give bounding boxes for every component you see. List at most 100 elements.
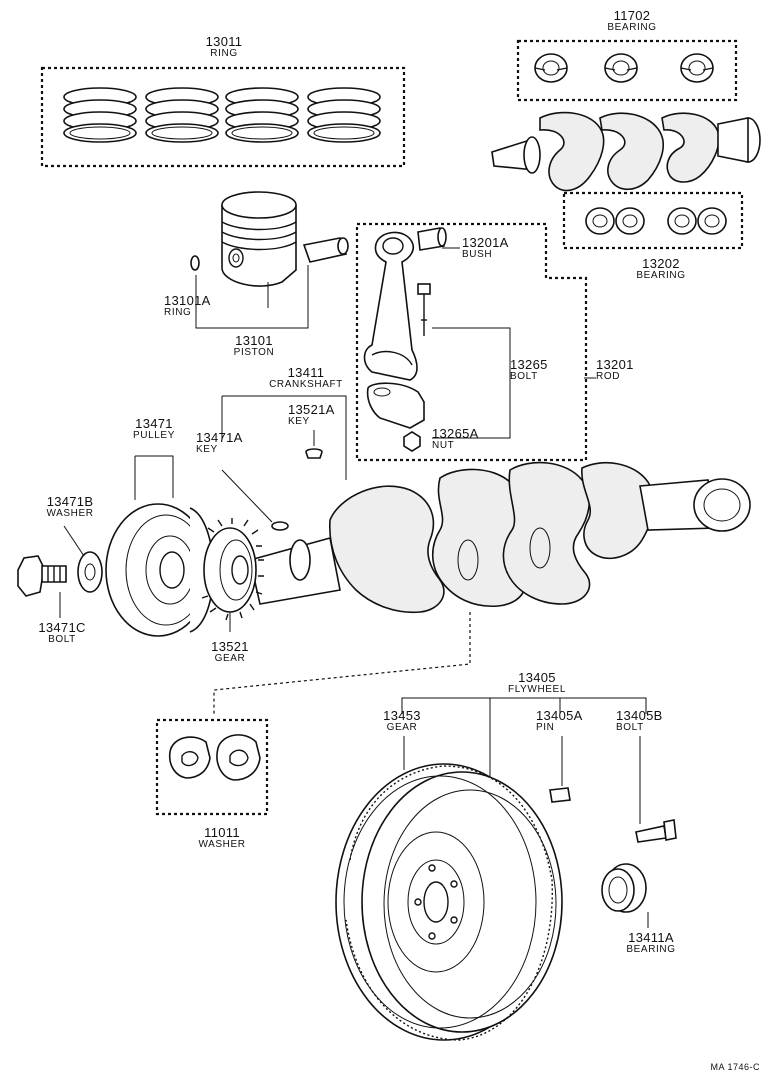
label-13411A: 13411A BEARING <box>616 931 686 955</box>
crankshaft-small-illustration <box>491 111 761 192</box>
thrust-washer-illustration <box>168 734 261 781</box>
rod-bolt-illustration <box>417 283 431 336</box>
flywheel-illustration <box>335 763 563 1041</box>
piston-ring-set-illustration <box>63 87 381 143</box>
pulley-leader <box>134 455 174 500</box>
snap-ring-illustration <box>190 255 200 271</box>
part-number: 13521 <box>211 639 249 654</box>
label-13202: 13202 BEARING <box>626 257 696 281</box>
part-name: KEY <box>288 416 310 427</box>
rod-cap-illustration <box>366 382 425 429</box>
part-number: 13471B <box>46 494 94 509</box>
part-number: 13405 <box>518 670 556 685</box>
part-name: GEAR <box>386 722 418 733</box>
part-number: 11702 <box>613 8 651 23</box>
label-13405: 13405 FLYWHEEL <box>492 671 582 695</box>
flywheel-bolt-illustration <box>635 819 677 843</box>
label-13265A: 13265A NUT <box>432 427 496 451</box>
main-bearing-upper-illustration <box>534 53 714 83</box>
part-name: GEAR <box>214 653 246 664</box>
part-number: 13471A <box>196 430 243 445</box>
part-name: PULLEY <box>133 430 175 441</box>
timing-gear-illustration <box>201 518 264 621</box>
main-bearing-lower-illustration <box>585 207 727 235</box>
piston-leader <box>195 265 309 329</box>
flywheel-pin-illustration <box>549 787 571 803</box>
part-number: 13471 <box>135 416 173 431</box>
part-number: 13453 <box>383 708 421 723</box>
part-name: BOLT <box>510 371 538 382</box>
flywheel-leader <box>401 697 647 780</box>
label-13201A: 13201A BUSH <box>462 236 526 260</box>
connecting-rod-group <box>355 222 596 462</box>
part-name: FLYWHEEL <box>508 684 566 695</box>
crank-key-illustration <box>305 448 323 459</box>
label-11702: 11702 BEARING <box>597 9 667 33</box>
rod-nut-illustration <box>403 431 421 452</box>
part-number: 13471C <box>38 620 86 635</box>
part-number: 13201 <box>596 357 634 372</box>
part-number: 13201A <box>462 235 509 250</box>
label-13201: 13201 ROD <box>596 358 646 382</box>
rod-leaders <box>432 247 596 439</box>
label-13405B: 13405B BOLT <box>616 709 680 733</box>
part-number: 13405A <box>536 708 583 723</box>
part-number: 13265 <box>510 357 548 372</box>
part-name: BOLT <box>48 634 76 645</box>
label-13411: 13411 CRANKSHAFT <box>256 366 356 390</box>
washer-leader <box>63 525 85 557</box>
part-name: NUT <box>432 440 455 451</box>
part-number: 13521A <box>288 402 335 417</box>
part-name: BEARING <box>626 944 676 955</box>
part-name: BEARING <box>607 22 657 33</box>
label-13521: 13521 GEAR <box>202 640 258 664</box>
label-13011: 13011 RING <box>196 35 252 59</box>
pulley-washer-illustration <box>77 551 103 593</box>
part-number: 13101 <box>235 333 273 348</box>
piston-illustration <box>221 191 297 308</box>
part-number: 13202 <box>642 256 680 271</box>
main-bearing-lower-group <box>562 191 744 250</box>
label-13453: 13453 GEAR <box>374 709 430 733</box>
part-name: PISTON <box>233 347 275 358</box>
rod-bush-illustration <box>417 227 447 251</box>
part-number: 13411A <box>628 930 674 945</box>
part-name: BEARING <box>636 270 686 281</box>
crankshaft-illustration <box>249 461 751 614</box>
part-number: 13265A <box>432 426 479 441</box>
part-name: BOLT <box>616 722 644 733</box>
pulley-key-illustration <box>271 521 289 531</box>
part-number: 11011 <box>204 825 240 840</box>
label-13101A: 13101A RING <box>164 294 228 318</box>
label-13471B: 13471B WASHER <box>38 495 102 519</box>
part-name: PIN <box>536 722 555 733</box>
part-number: 13101A <box>164 293 211 308</box>
thrust-washer-group <box>155 718 269 816</box>
part-name: CRANKSHAFT <box>269 379 343 390</box>
label-11011: 11011 WASHER <box>190 826 254 850</box>
piston-ring-set-group <box>40 66 406 168</box>
crankshaft-leader <box>221 395 347 480</box>
main-bearing-upper-group <box>516 39 738 102</box>
label-13101: 13101 PISTON <box>224 334 284 358</box>
pulley-bolt-illustration <box>17 555 67 597</box>
thrust-washer-guide-line <box>213 612 471 716</box>
pulley-key-leader <box>221 469 273 523</box>
label-13405A: 13405A PIN <box>536 709 600 733</box>
crank-pulley-illustration <box>105 503 214 637</box>
label-13471C: 13471C BOLT <box>30 621 94 645</box>
label-13265: 13265 BOLT <box>510 358 560 382</box>
part-number: 13405B <box>616 708 663 723</box>
part-name: ROD <box>596 371 621 382</box>
label-13521A: 13521A KEY <box>288 403 348 427</box>
part-name: KEY <box>196 444 218 455</box>
label-13471: 13471 PULLEY <box>124 417 184 441</box>
part-number: 13411 <box>287 365 325 380</box>
piston-pin-illustration <box>302 237 349 263</box>
part-number: 13011 <box>205 34 243 49</box>
part-name: WASHER <box>198 839 246 850</box>
connecting-rod-illustration <box>363 231 418 381</box>
drawing-code: MA 1746-C <box>710 1062 760 1072</box>
part-name: RING <box>210 48 238 59</box>
